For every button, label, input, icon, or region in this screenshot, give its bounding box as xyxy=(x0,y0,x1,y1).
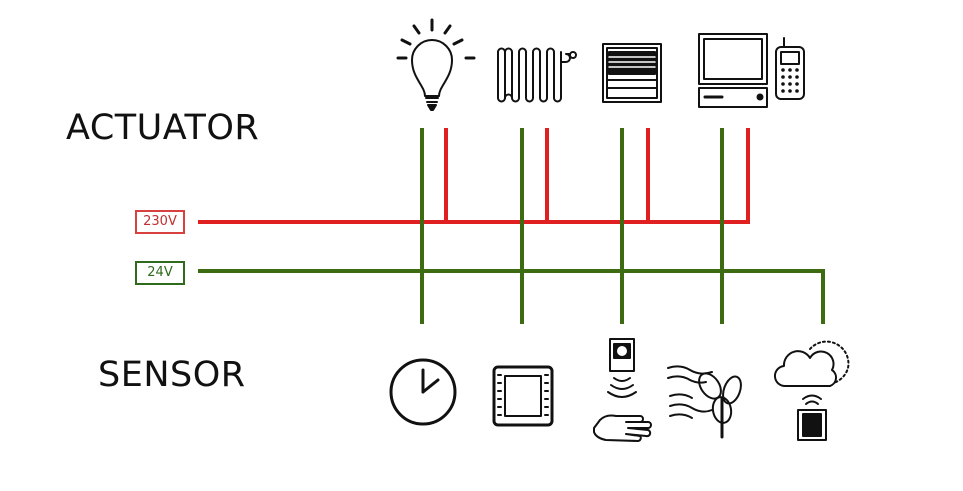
motion-sensor-icon xyxy=(593,338,652,442)
wind-sensor-icon xyxy=(667,365,742,439)
power-bus xyxy=(198,128,750,224)
computer-phone-icon xyxy=(698,33,805,108)
clock-icon xyxy=(389,358,457,426)
radiator-icon xyxy=(497,47,577,103)
control-bus xyxy=(198,128,825,324)
control-voltage-badge: 24V xyxy=(135,261,185,285)
window-blind-icon xyxy=(602,43,662,103)
weather-sensor-icon xyxy=(774,340,850,441)
light-bulb-icon xyxy=(396,18,476,111)
sensor-label: SENSOR xyxy=(98,355,246,395)
actuator-label: ACTUATOR xyxy=(66,108,260,148)
power-voltage-badge: 230V xyxy=(135,210,185,234)
wall-switch-icon xyxy=(492,365,554,427)
